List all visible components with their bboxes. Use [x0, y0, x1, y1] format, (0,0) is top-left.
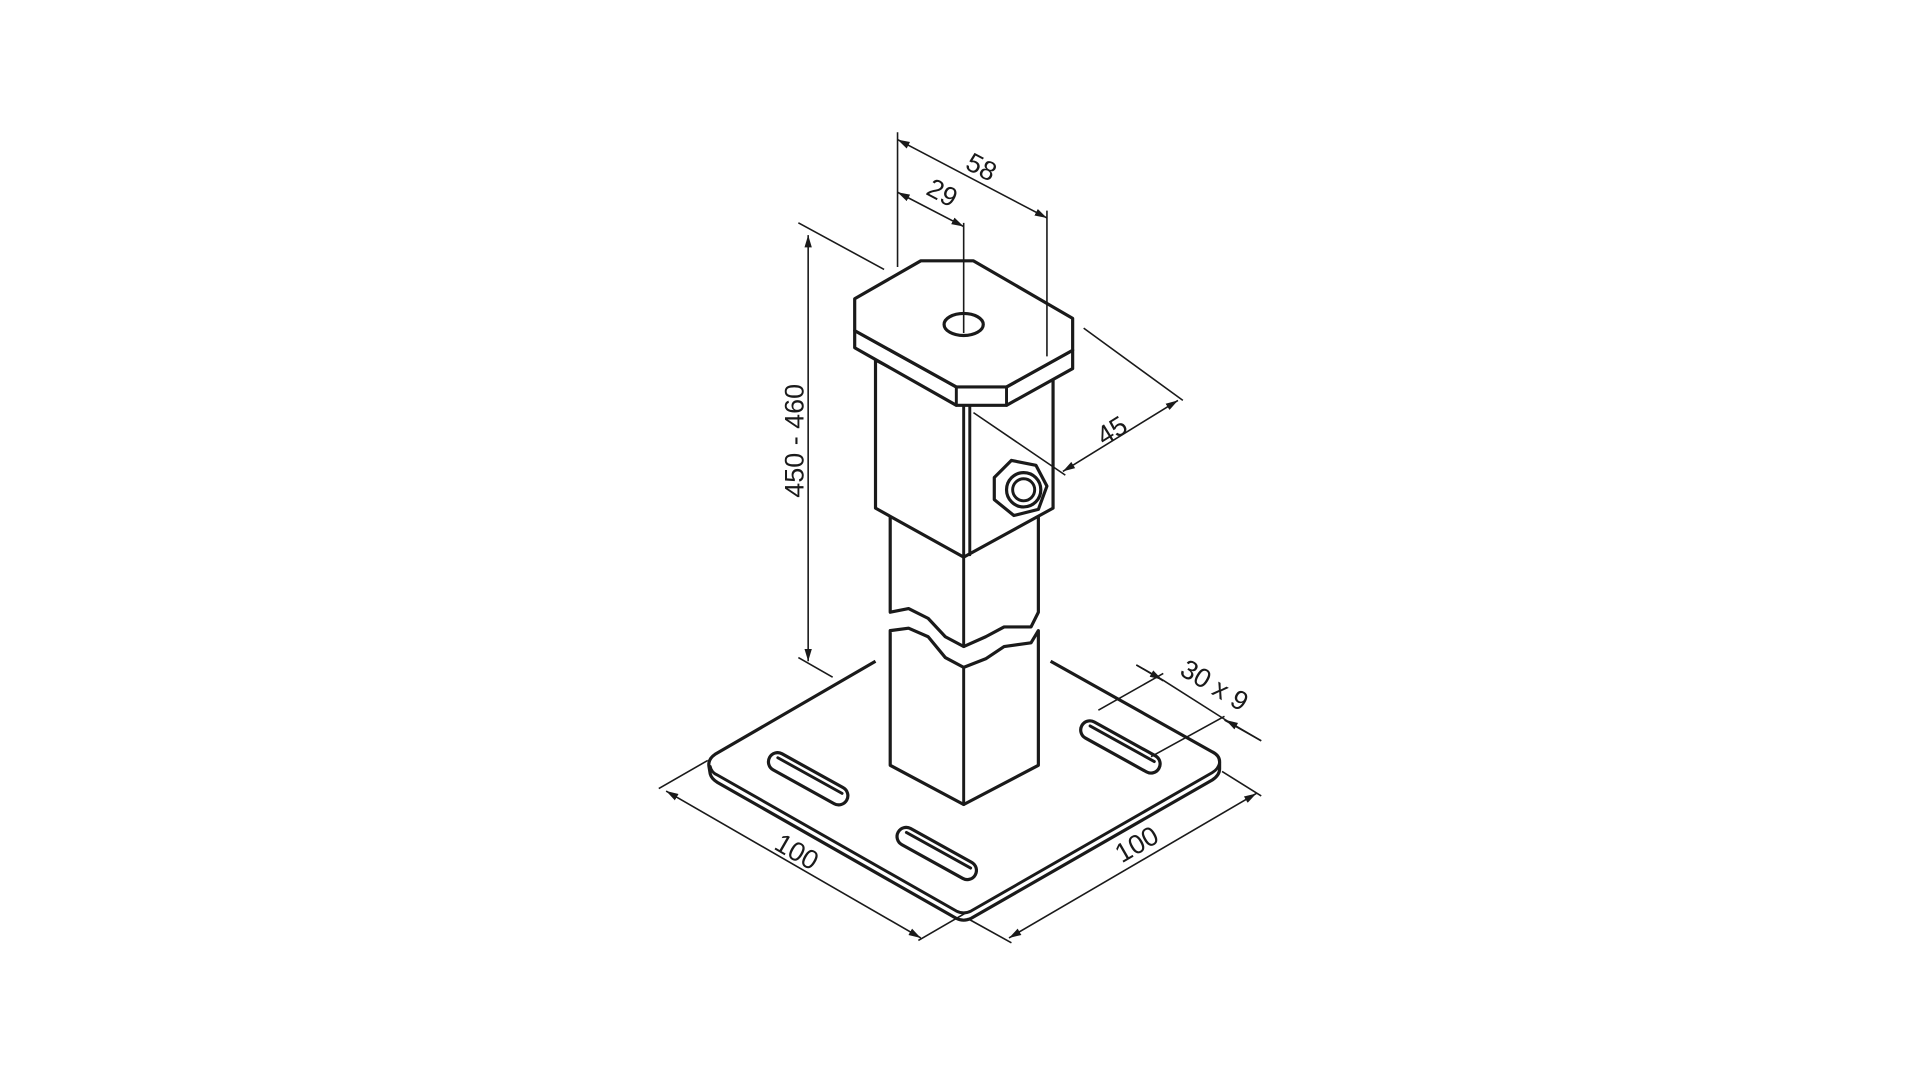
dimension-58-label: 58 — [961, 147, 1002, 188]
dimension-45-label: 45 — [1091, 410, 1132, 451]
dimension-height-label: 450 - 460 — [779, 384, 809, 498]
dimension-hole-offset: 29 — [897, 173, 965, 228]
dimension-29-label: 29 — [922, 173, 963, 214]
slot-right — [1079, 719, 1162, 775]
lock-nut — [992, 458, 1049, 518]
dimension-height: 450 - 460 — [779, 222, 885, 678]
dimension-slot-label: 30 x 9 — [1175, 654, 1253, 717]
lower-tube — [888, 512, 1040, 807]
